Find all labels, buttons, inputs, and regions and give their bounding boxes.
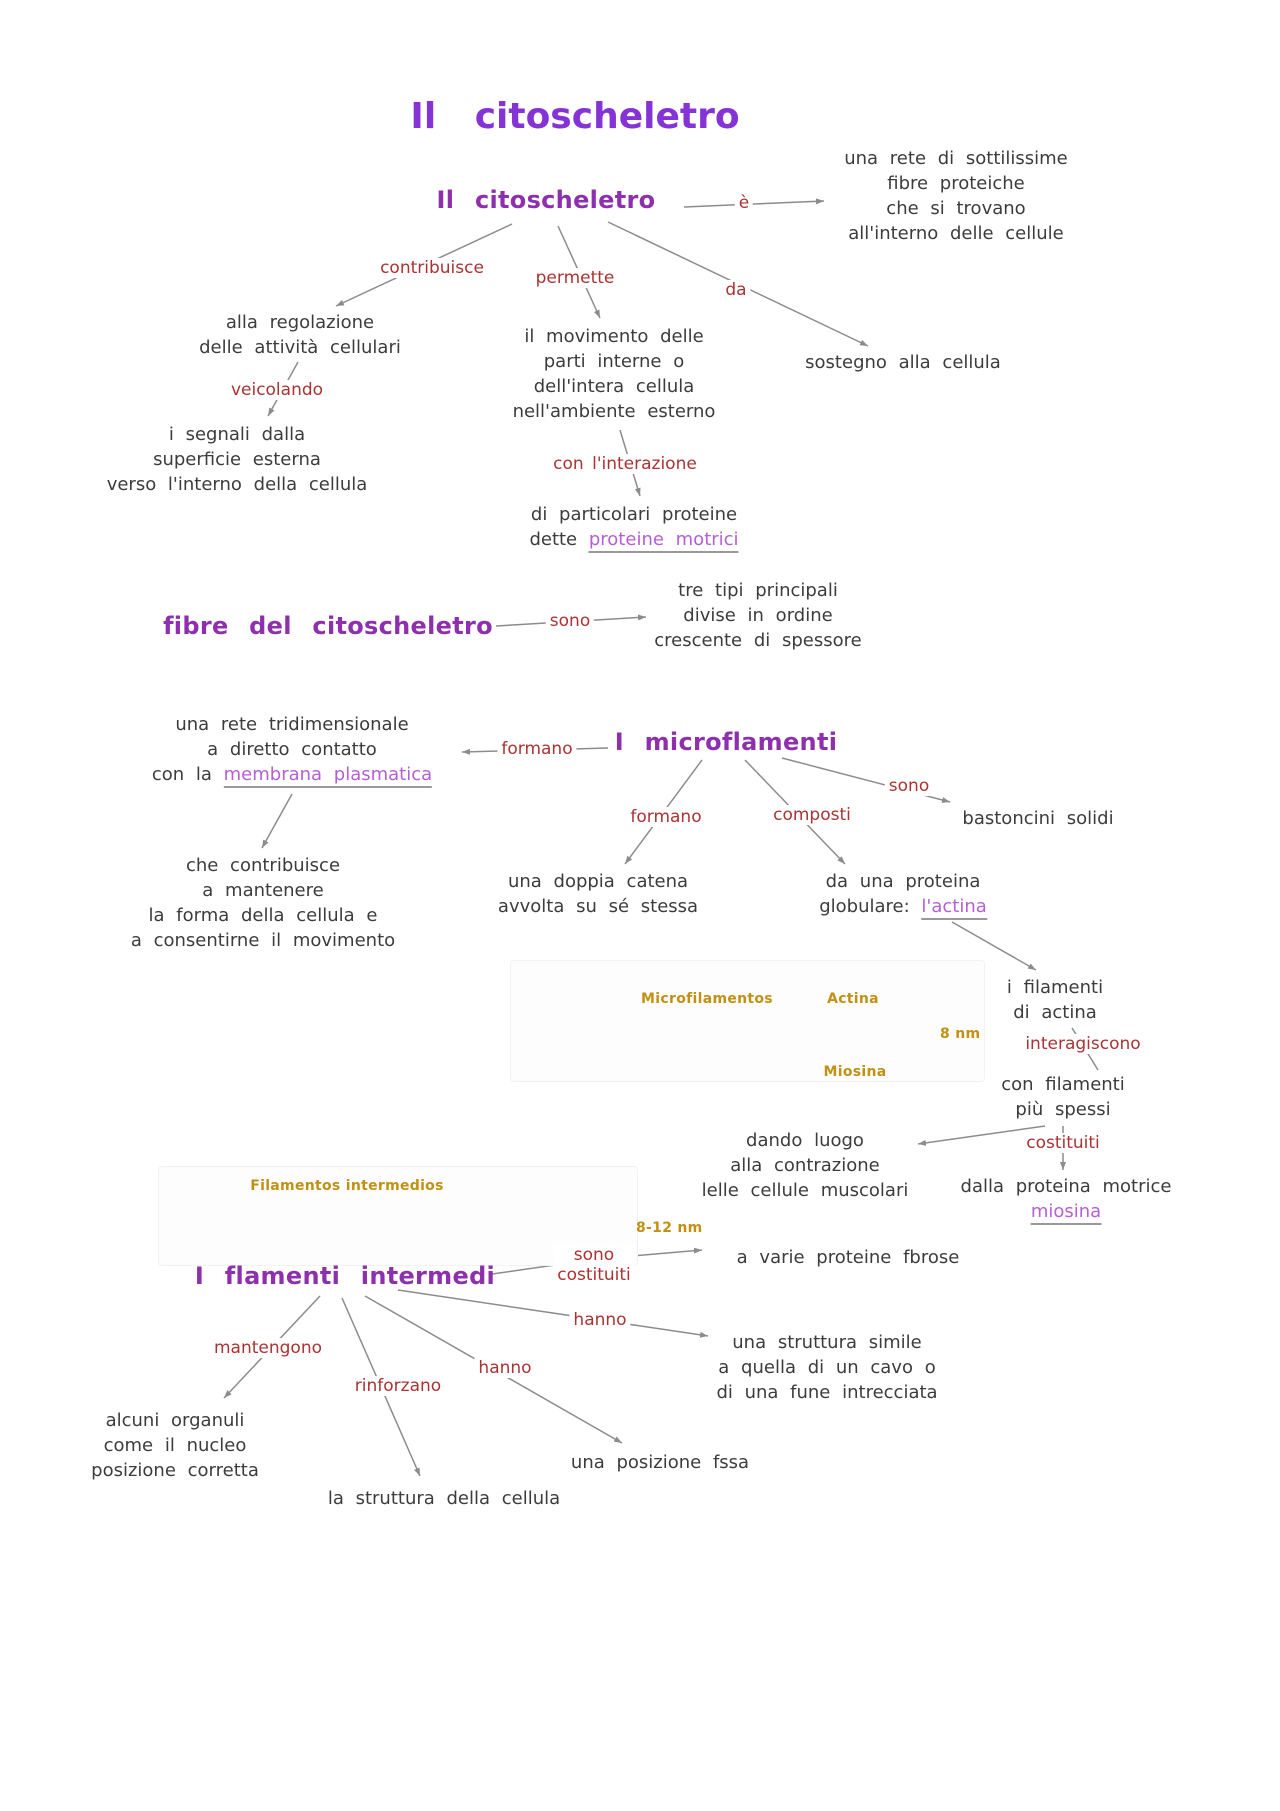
rete-text: una rete tridimensionale a diretto conta…	[151, 714, 409, 785]
arrow-e	[683, 198, 825, 208]
edge-label-formano-left: formano	[497, 739, 577, 759]
node-proteina-globulare: da una proteina globulare: l'actina	[819, 869, 987, 920]
node-con-filamenti: con filamenti più spessi	[1001, 1074, 1125, 1120]
edge-label-interagiscono: interagiscono	[1021, 1034, 1145, 1054]
proteina-text: da una proteina globulare:	[819, 871, 981, 917]
edge-label-permette: permette	[531, 268, 619, 288]
edge-label-costituiti: costituiti	[1022, 1133, 1104, 1153]
actina-figure-label: Actina	[827, 991, 879, 1007]
arrow-hanno-struttura	[397, 1289, 709, 1338]
node-microflamenti: I microflamenti	[614, 728, 838, 756]
membrana-plasmatica-link[interactable]: membrana plasmatica	[223, 764, 433, 788]
node-proteine-motrici: di particolari proteine dette proteine m…	[529, 502, 739, 553]
edge-label-formano2: formano	[626, 807, 706, 827]
node-bastoncini: bastoncini solidi	[962, 808, 1114, 829]
node-varie-proteine: a varie proteine fbrose	[736, 1247, 960, 1268]
micro-scale-label: 8 nm	[940, 1026, 981, 1042]
edge-label-hanno-posizione: hanno	[474, 1358, 536, 1378]
page-title: Il citoscheletro	[410, 96, 740, 137]
miosina-link[interactable]: miosina	[1030, 1201, 1102, 1225]
microfilament-figure	[510, 960, 985, 1082]
arrow-sono-costituiti	[631, 1247, 703, 1257]
actina-link[interactable]: l'actina	[921, 896, 987, 920]
proteine-motrici-link[interactable]: proteine motrici	[588, 529, 739, 553]
node-root-citoscheletro: Il citoscheletro	[436, 186, 656, 214]
edge-label-mantengono: mantengono	[209, 1338, 327, 1358]
intermediate-figure-title: Filamentos intermedios	[250, 1178, 444, 1194]
node-definition: una rete di sottilissime fibre proteiche…	[844, 148, 1068, 244]
node-movimento: il movimento delle parti interne o dell'…	[512, 326, 716, 422]
node-posizione-fissa: una posizione fssa	[570, 1452, 750, 1473]
proteine-motrici-text: di particolari proteine dette	[529, 504, 738, 550]
node-struttura-simile: una struttura simile a quella di un cavo…	[716, 1332, 938, 1403]
edge-label-sono-fibre: sono	[545, 611, 595, 631]
edge-label-composti: composti	[769, 805, 855, 825]
edge-label-sono-bastoncini: sono	[884, 776, 934, 796]
edge-label-hanno-struttura: hanno	[569, 1310, 631, 1330]
node-doppia-catena: una doppia catena avvolta su sé stessa	[497, 871, 699, 917]
edge-label-veicolando: veicolando	[226, 380, 328, 400]
miosina-figure-label: Miosina	[823, 1064, 887, 1080]
microfilament-figure-title: Microfilamentos	[641, 991, 773, 1007]
node-fibre-citoscheletro: fibre del citoscheletro	[163, 612, 493, 640]
node-flamenti-intermedi: I flamenti intermedi	[194, 1262, 496, 1290]
edge-label-e: è	[734, 193, 754, 213]
node-organuli: alcuni organuli come il nucleo posizione…	[91, 1410, 259, 1481]
node-struttura-cellula: la struttura della cellula	[327, 1488, 561, 1509]
edge-label-contribuisce: contribuisce	[376, 258, 488, 278]
edge-label-interazione: con l'interazione	[549, 454, 701, 474]
node-tre-tipi: tre tipi principali divise in ordine cre…	[654, 580, 862, 651]
edge-label-da: da	[721, 280, 751, 300]
dalla-proteina-text: dalla proteina motrice	[960, 1176, 1172, 1197]
edge-label-rinforzano: rinforzano	[350, 1376, 446, 1396]
node-dando-luogo: dando luogo alla contrazione lelle cellu…	[701, 1130, 909, 1201]
arrow-contrazione	[917, 1125, 1046, 1146]
node-sostegno: sostegno alla cellula	[805, 352, 1001, 373]
node-proteina-miosina: dalla proteina motrice miosina	[960, 1174, 1172, 1225]
node-filamenti-actina: i filamenti di actina	[1006, 977, 1104, 1023]
node-regolazione: alla regolazione delle attività cellular…	[199, 312, 401, 358]
inter-scale-label: 8-12 nm	[636, 1220, 703, 1236]
edge-label-sono-costituiti: sono costituiti	[553, 1245, 635, 1285]
arrow-actina-down	[951, 921, 1037, 971]
node-che-contribuisce: che contribuisce a mantenere la forma de…	[130, 855, 396, 951]
arrow-membrana-down	[261, 793, 293, 849]
node-segnali: i segnali dalla superficie esterna verso…	[106, 424, 368, 495]
node-rete-tridimensionale: una rete tridimensionale a diretto conta…	[151, 712, 433, 788]
